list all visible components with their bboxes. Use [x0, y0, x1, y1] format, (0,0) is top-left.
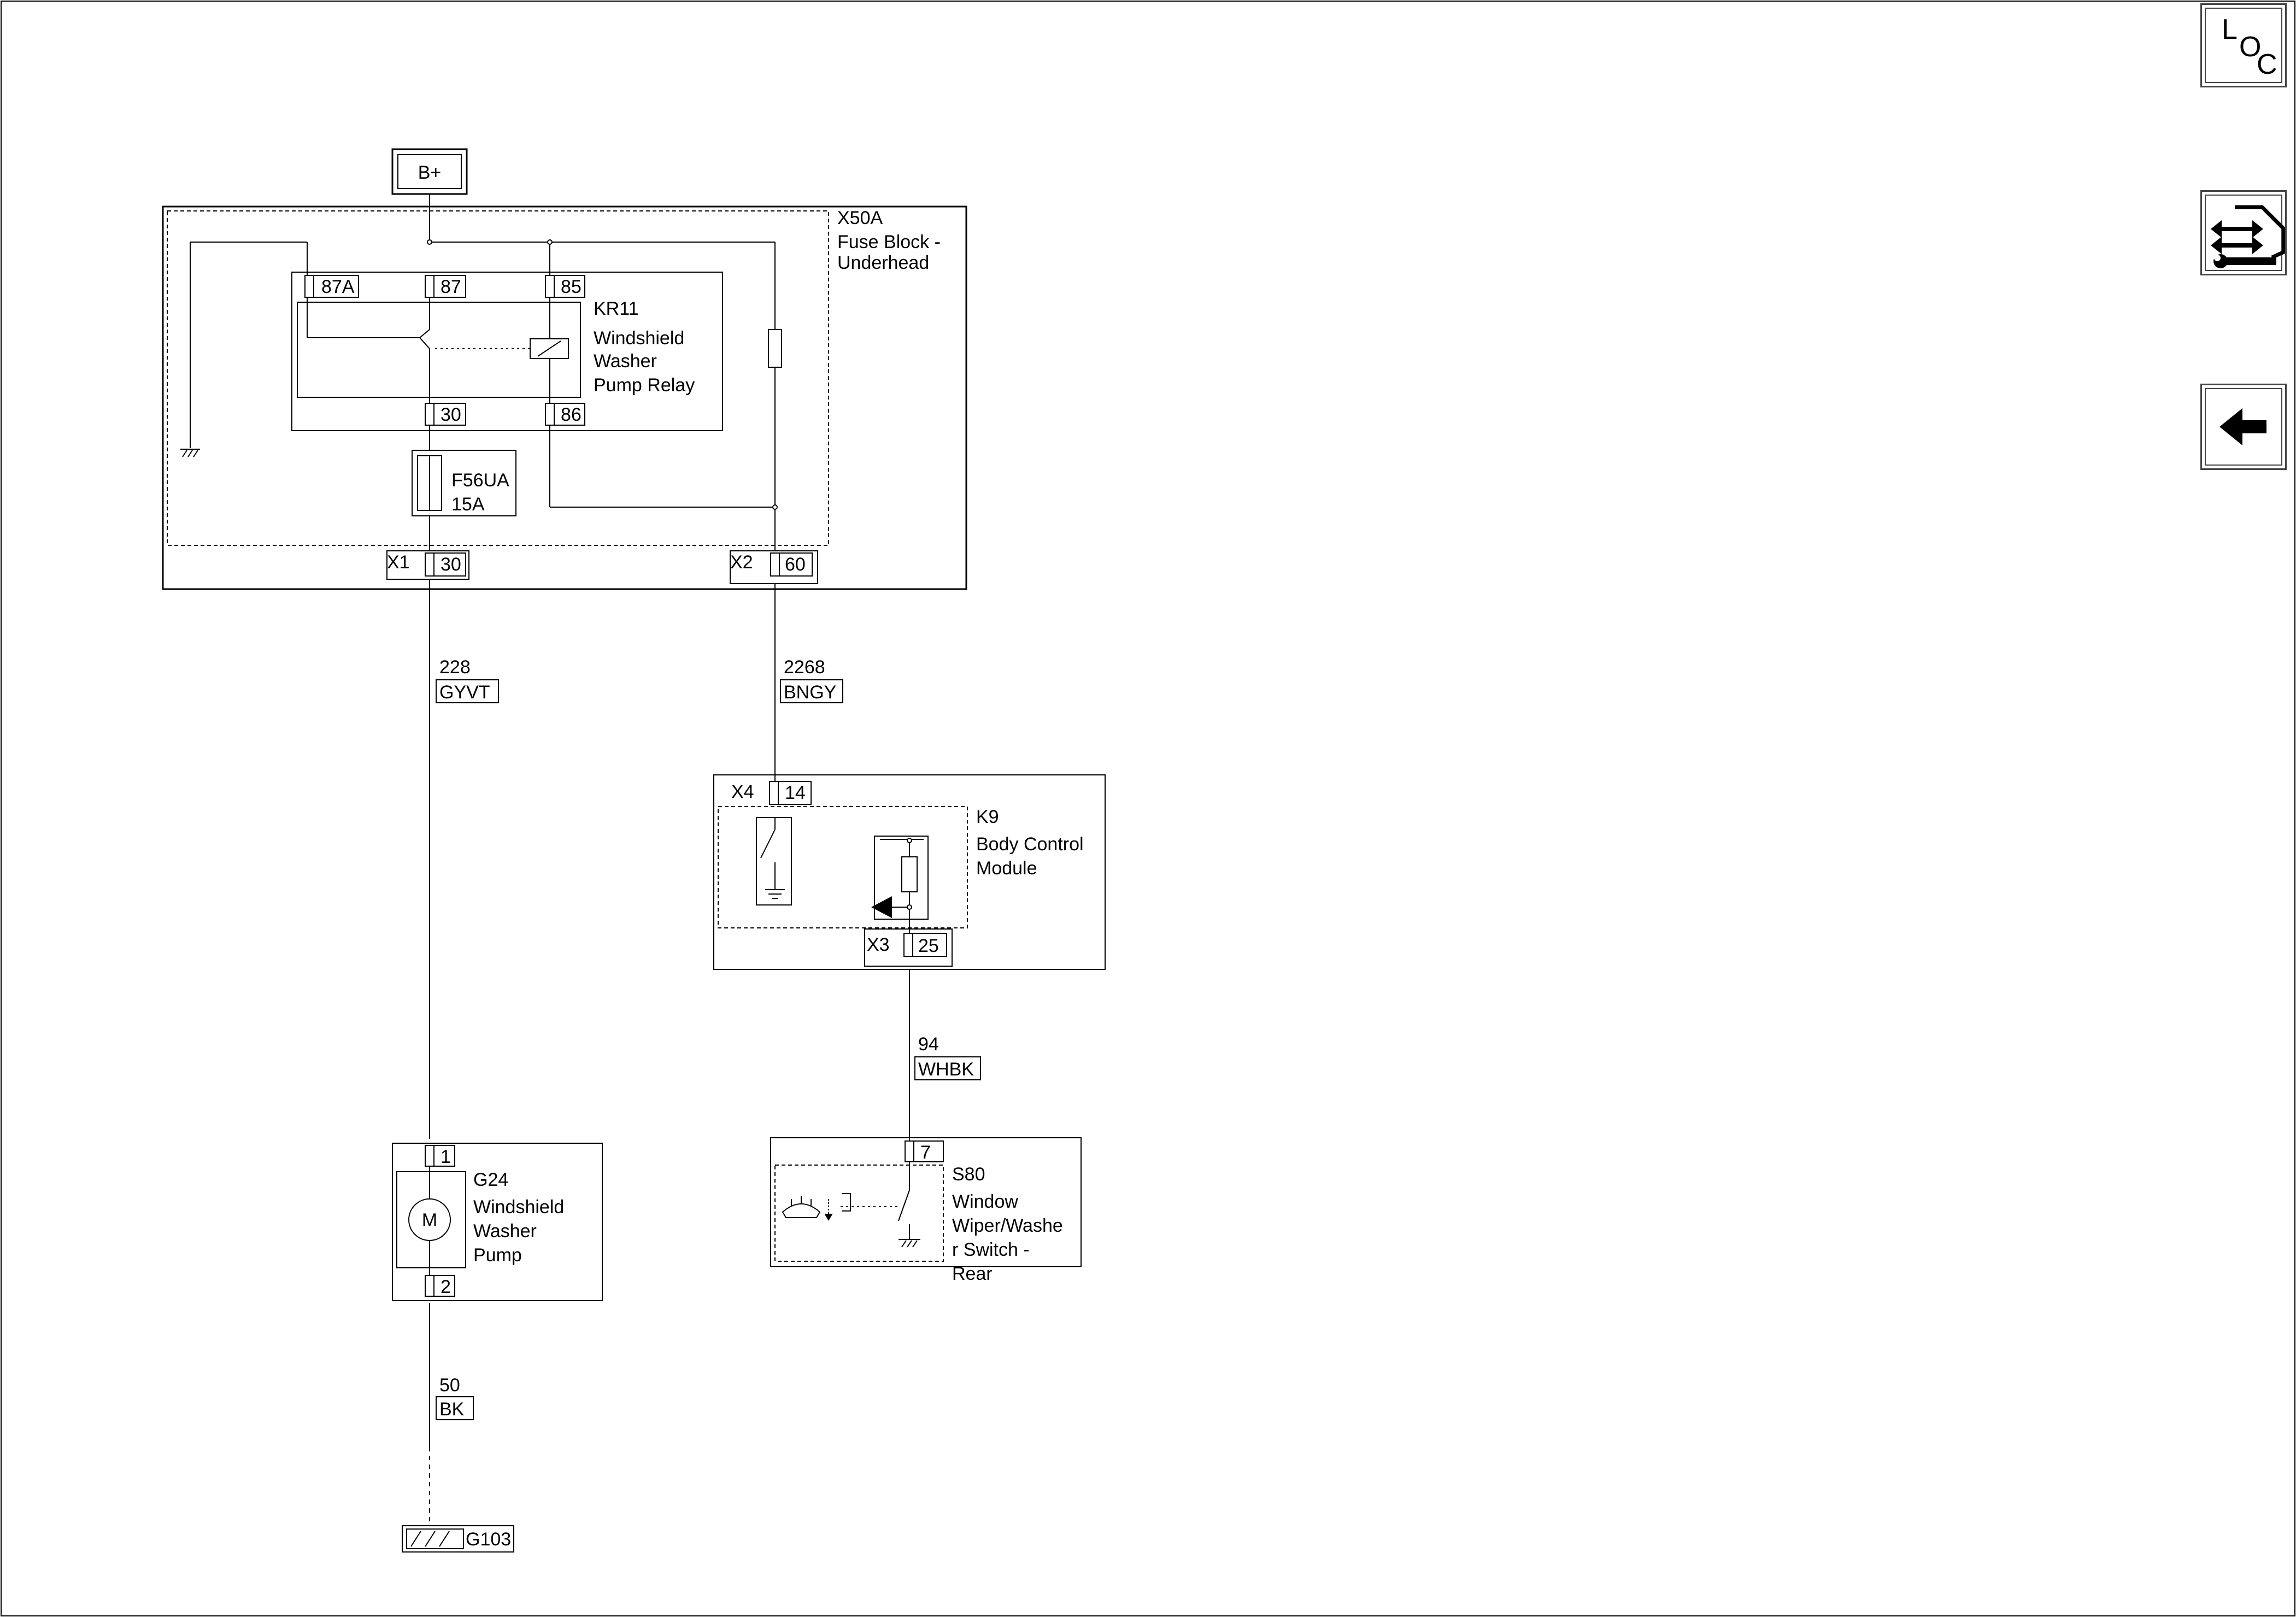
switch-name-2: Wiper/Washe [952, 1215, 1063, 1236]
pump-pin-1: 1 [425, 1145, 455, 1167]
bcm-input-switch [756, 817, 792, 905]
relay-pin-86: 86 [545, 403, 585, 426]
svg-text:2268: 2268 [784, 657, 825, 678]
motor-letter: M [422, 1210, 437, 1231]
svg-text:1: 1 [441, 1146, 451, 1167]
svg-text:BK: BK [439, 1399, 465, 1420]
resistor-symbol [768, 329, 782, 368]
svg-text:X3: X3 [867, 934, 890, 955]
switch-name-3: r Switch - [952, 1239, 1030, 1260]
svg-text:2: 2 [441, 1277, 451, 1297]
fuse-rating: 15A [451, 494, 485, 515]
svg-text:GYVT: GYVT [439, 682, 490, 703]
relay-coil [530, 338, 569, 359]
relay-pin-87: 87 [425, 275, 466, 298]
bcm-name-1: Body Control [976, 834, 1084, 855]
fuse-block-internal-wiring [190, 194, 776, 551]
bcm-input-arrow-icon [871, 896, 892, 918]
fuse-block-name-1: Fuse Block - [837, 232, 941, 252]
svg-text:85: 85 [561, 277, 582, 297]
relay-pin-87a: 87A [304, 275, 359, 298]
relay-name-3: Pump Relay [594, 375, 695, 396]
body-control-module-k9[interactable]: K9 Body Control Module [713, 774, 1106, 970]
svg-text:86: 86 [561, 404, 582, 425]
wire-94-label: 94 WHBK [914, 1034, 981, 1080]
relay-ref: KR11 [594, 298, 639, 319]
bcm-name-2: Module [976, 858, 1037, 879]
svg-text:60: 60 [785, 554, 806, 575]
relay-pin-85: 85 [545, 275, 585, 298]
connector-diagnostic-button[interactable] [2200, 190, 2287, 275]
back-arrow-icon [2219, 408, 2266, 445]
wire-paths [429, 579, 910, 1525]
relay-name-2: Washer [594, 351, 657, 372]
connector-x2[interactable]: X2 60 [730, 550, 818, 584]
pump-motor-symbol: M [408, 1166, 451, 1275]
fuse-ref: F56UA [451, 470, 509, 491]
connector-x1[interactable]: X1 30 [386, 550, 469, 580]
bcm-connector-x3[interactable]: X3 25 [864, 928, 953, 967]
svg-text:X2: X2 [730, 552, 753, 573]
svg-text:WHBK: WHBK [918, 1059, 974, 1080]
wire-50-label: 50 BK [436, 1375, 474, 1420]
splice-dot [772, 504, 778, 510]
bcm-connector-x4[interactable]: X4 14 [731, 781, 812, 805]
bcm-ref: K9 [976, 807, 999, 827]
svg-text:50: 50 [439, 1375, 460, 1396]
svg-text:7: 7 [920, 1142, 931, 1163]
pump-ref: G24 [473, 1169, 508, 1190]
fuse-block-x50a[interactable]: X50A Fuse Block - Underhead [162, 205, 967, 590]
fuse-f56ua[interactable]: F56UA 15A [412, 450, 516, 516]
svg-text:87A: 87A [321, 277, 355, 297]
location-view-button[interactable]: L O C [2200, 3, 2287, 87]
battery-supply[interactable]: B+ [391, 148, 468, 195]
relay-pin-30: 30 [425, 403, 466, 426]
relay-name-1: Windshield [594, 328, 684, 349]
splice-dot [547, 239, 553, 245]
connector-wrench-icon [2211, 205, 2285, 268]
relay-kr11[interactable]: KR11 Windshield Washer Pump Relay [291, 272, 723, 431]
switch-pin-7: 7 [905, 1140, 944, 1163]
svg-text:25: 25 [918, 936, 939, 956]
switch-ref: S80 [952, 1164, 985, 1185]
fuse-block-name-2: Underhead [837, 252, 929, 273]
washer-pump-g24[interactable]: G24 Windshield Washer Pump [392, 1143, 603, 1301]
relay-contact-switch [307, 297, 530, 403]
supply-label: B+ [418, 162, 442, 183]
rear-washer-icon [782, 1193, 851, 1221]
svg-text:228: 228 [439, 657, 471, 678]
ground-g103[interactable]: G103 [402, 1525, 514, 1553]
pump-name-1: Windshield [473, 1197, 564, 1218]
svg-text:30: 30 [441, 554, 461, 575]
switch-name-1: Window [952, 1191, 1018, 1212]
fuse-block-ref: X50A [837, 208, 883, 228]
svg-text:94: 94 [918, 1034, 939, 1055]
splice-dot [427, 239, 432, 245]
pump-name-3: Pump [473, 1245, 522, 1266]
svg-text:BNGY: BNGY [784, 682, 836, 703]
pump-pin-2: 2 [425, 1275, 455, 1297]
svg-text:X1: X1 [387, 552, 410, 573]
rear-wiper-washer-switch-s80[interactable]: S80 Window Wiper/Washe r Switch - Rear [770, 1137, 1082, 1284]
bcm-pullup-circuit [874, 836, 929, 933]
back-button[interactable] [2200, 384, 2287, 470]
svg-text:30: 30 [441, 404, 461, 425]
switch-contact [841, 1162, 920, 1248]
svg-text:L: L [2222, 14, 2238, 45]
svg-text:O: O [2239, 31, 2261, 63]
ground-ref: G103 [466, 1529, 511, 1550]
switch-name-4: Rear [952, 1263, 993, 1284]
svg-text:14: 14 [785, 783, 806, 803]
wire-2268-label: 2268 BNGY [780, 657, 843, 703]
svg-text:X4: X4 [731, 781, 754, 802]
pump-name-2: Washer [473, 1221, 537, 1242]
svg-text:C: C [2257, 49, 2277, 80]
svg-text:87: 87 [441, 277, 461, 297]
wire-228-label: 228 GYVT [436, 657, 499, 703]
location-view-icon: L O C [2222, 14, 2277, 80]
fuse-block-ground [180, 449, 200, 457]
